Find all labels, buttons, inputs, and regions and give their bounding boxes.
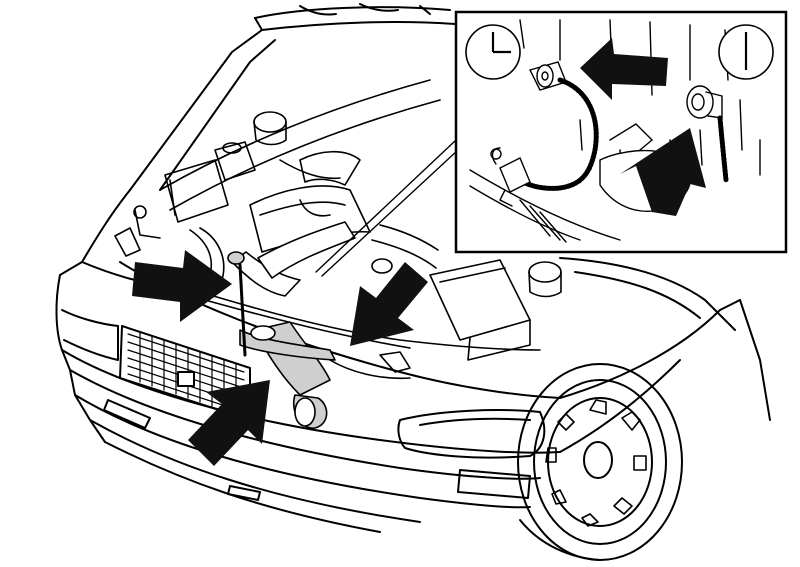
arrow-icon bbox=[132, 250, 232, 322]
front-wheel bbox=[517, 363, 683, 561]
inset-leader-line bbox=[315, 139, 459, 277]
upper-hose bbox=[257, 221, 356, 279]
open-hood bbox=[129, 3, 456, 191]
arrow-icon bbox=[580, 38, 668, 100]
inset-detail bbox=[454, 10, 788, 254]
arrow-icon bbox=[620, 128, 706, 216]
highlighted-hose bbox=[227, 251, 336, 429]
arrow-icon bbox=[350, 262, 428, 346]
arrow-icon bbox=[188, 380, 270, 466]
callout-arrows bbox=[132, 250, 428, 466]
clock-icon bbox=[465, 24, 521, 80]
clock-icon bbox=[718, 24, 774, 80]
car-body bbox=[55, 23, 771, 533]
